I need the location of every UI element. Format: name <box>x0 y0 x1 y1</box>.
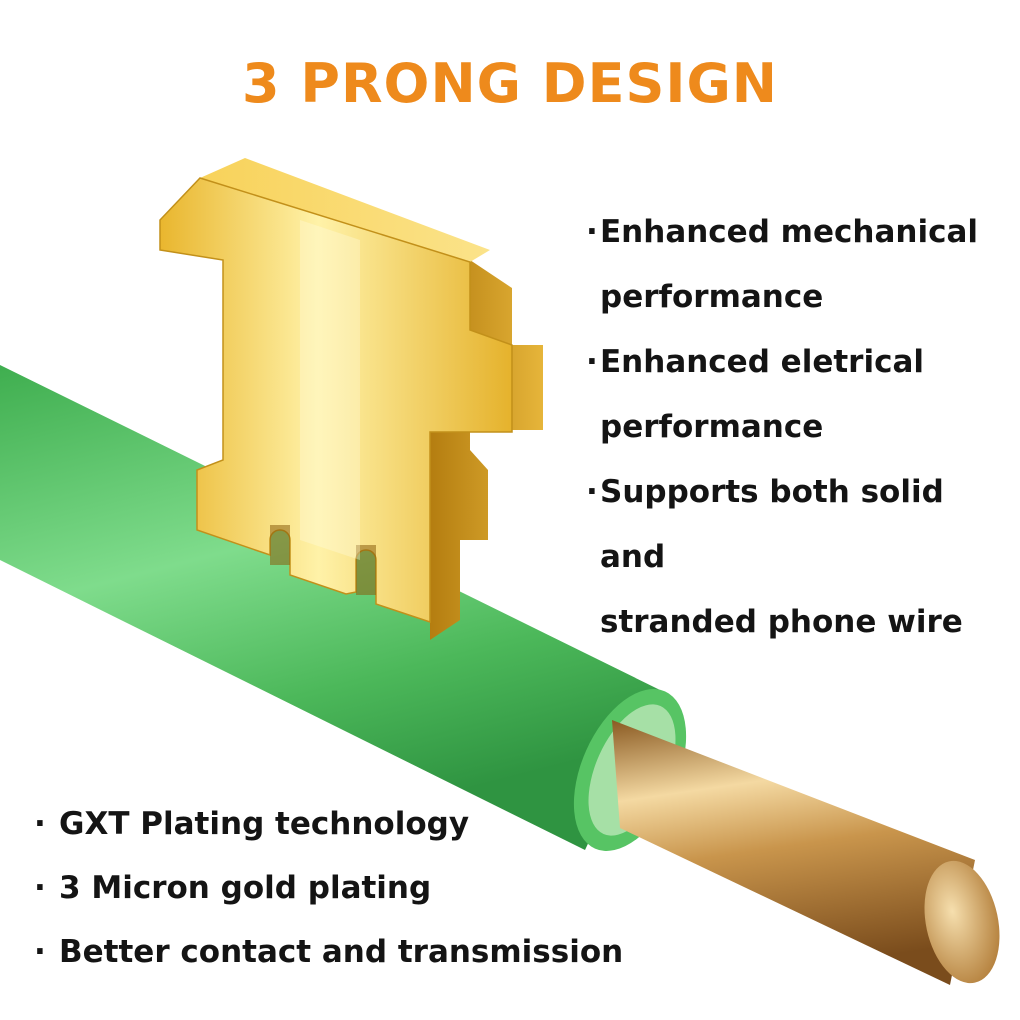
page-title: 3 PRONG DESIGN <box>242 52 778 115</box>
feature-item-mechanical: · Enhanced mechanical performance <box>586 200 1016 330</box>
feature-text: Supports both solid and <box>600 474 944 575</box>
feature-list-right: · Enhanced mechanical performance · Enha… <box>586 200 1016 655</box>
bullet-dot: · <box>586 474 598 510</box>
feature-item-wire-support: · Supports both solid and stranded phone… <box>586 460 1016 655</box>
feature-text: GXT Plating technology <box>59 806 470 842</box>
feature-text: Enhanced eletrical <box>600 344 925 380</box>
feature-text: performance <box>600 279 824 315</box>
feature-text: 3 Micron gold plating <box>59 870 432 906</box>
bullet-dot: · <box>586 214 598 250</box>
feature-text: Enhanced mechanical <box>600 214 978 250</box>
copper-conductor <box>612 720 1000 985</box>
bullet-dot: · <box>586 344 598 380</box>
bullet-dot: · <box>34 806 46 842</box>
bullet-dot: · <box>34 934 46 970</box>
feature-item-gold-plating: · 3 Micron gold plating <box>34 856 654 920</box>
feature-item-electrical: · Enhanced eletrical performance <box>586 330 1016 460</box>
feature-list-bottom: · GXT Plating technology · 3 Micron gold… <box>34 792 654 984</box>
feature-item-contact: · Better contact and transmission <box>34 920 654 984</box>
gold-prong-contact <box>159 158 543 640</box>
feature-text: Better contact and transmission <box>59 934 624 970</box>
feature-item-plating-tech: · GXT Plating technology <box>34 792 654 856</box>
bullet-dot: · <box>34 870 46 906</box>
feature-text: stranded phone wire <box>600 604 963 640</box>
feature-text: performance <box>600 409 824 445</box>
